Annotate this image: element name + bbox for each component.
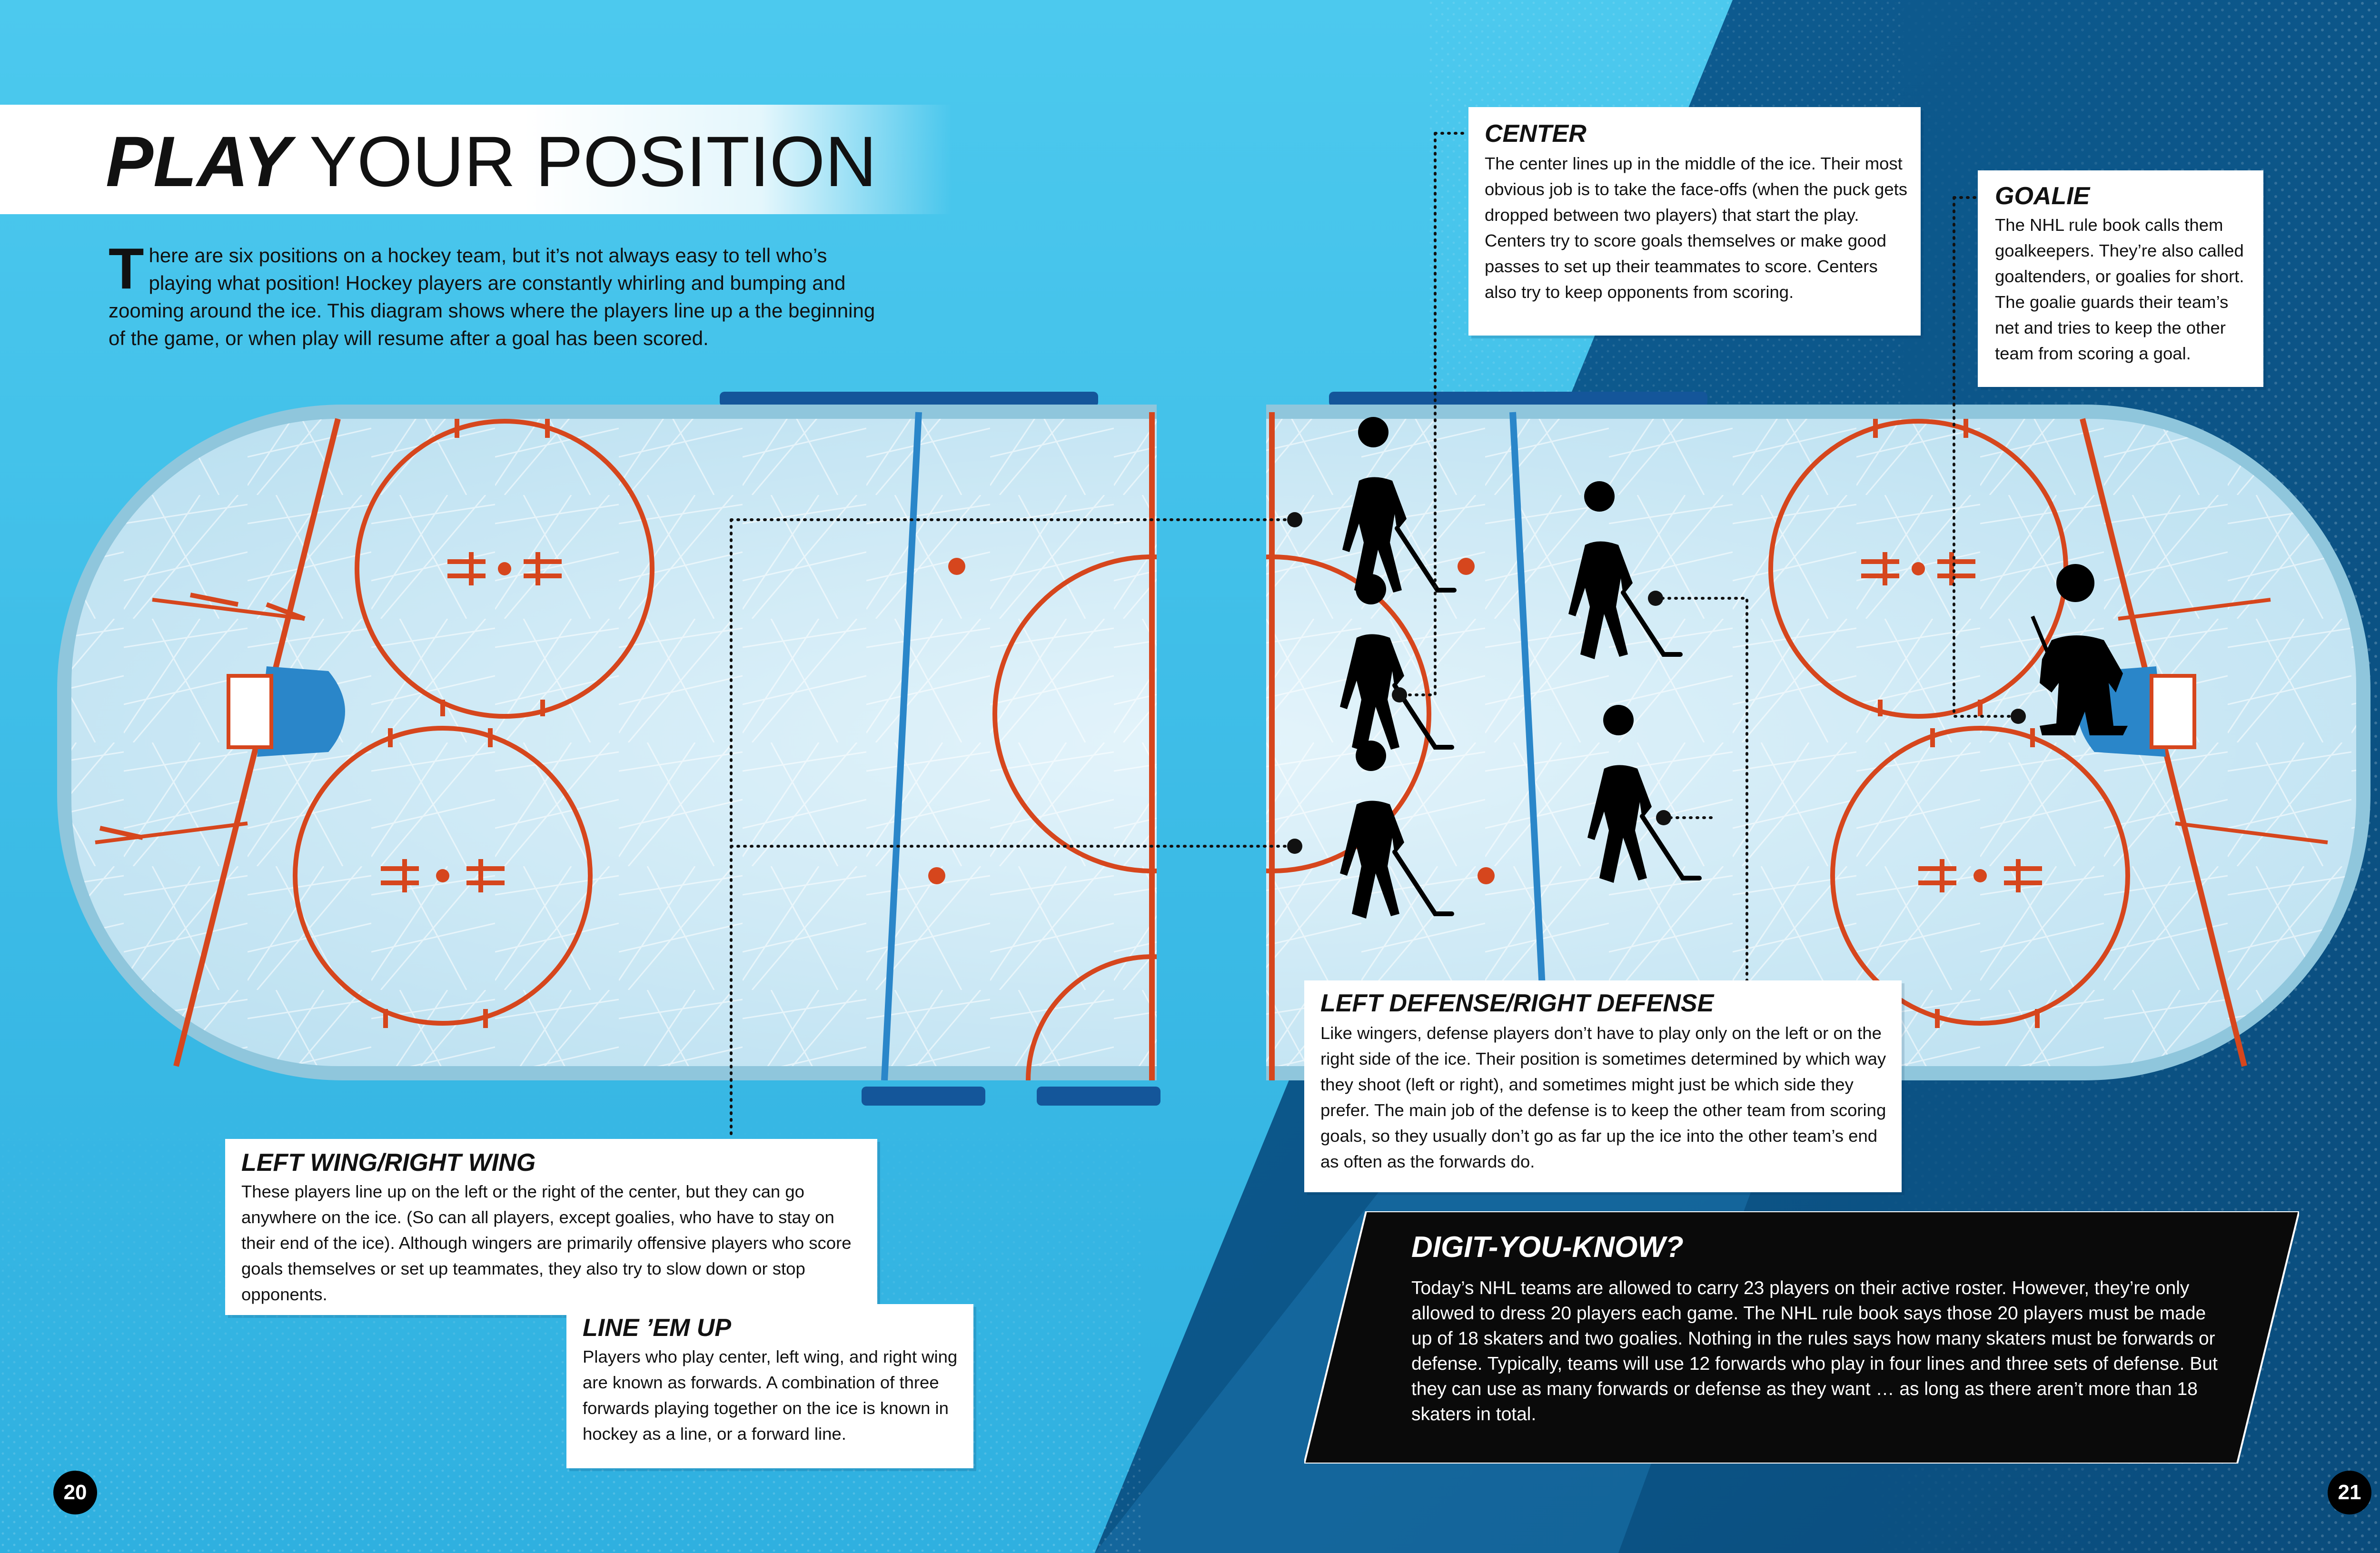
wing-heading: LEFT WING/RIGHT WING [241,1149,536,1177]
player-left-defense [1568,481,1683,659]
player-right-defense [1587,705,1702,883]
lineup-callout: LINE ’EM UP Players who play center, lef… [566,1304,973,1468]
defense-callout: LEFT DEFENSE/RIGHT DEFENSE Like wingers,… [1304,980,1902,1192]
player-center [1340,574,1454,752]
leader-dots [1287,512,2026,854]
digit-body: Today’s NHL teams are allowed to carry 2… [1411,1278,2218,1424]
page-number-right: 21 [2328,1471,2371,1514]
leader-lines [568,132,2020,1166]
title-bold: PLAY [106,121,291,201]
lineup-heading: LINE ’EM UP [583,1314,732,1342]
title-rest: YOUR POSITION [290,121,877,201]
rink-left-half [57,405,1157,1080]
player-goalie [2031,564,2128,735]
lineup-body: Players who play center, left wing, and … [583,1347,958,1444]
goalie-heading: GOALIE [1995,182,2090,210]
wing-callout: LEFT WING/RIGHT WING These players line … [225,1139,877,1315]
page-number-left: 20 [53,1471,97,1514]
wing-body: These players line up on the left or the… [241,1182,852,1304]
player-left-wing [1342,417,1457,595]
goalie-body: The NHL rule book calls them goalkeepers… [1995,215,2244,363]
center-body: The center lines up in the middle of the… [1485,154,1908,302]
center-callout: CENTER The center lines up in the middle… [1468,107,1921,336]
digit-heading: DIGIT-YOU-KNOW? [1411,1231,1684,1264]
intro-drop-cap: T [109,236,144,301]
bench-top-left [720,392,1098,407]
penalty-box-2 [1037,1087,1160,1106]
player-right-wing [1340,741,1454,919]
bench-top-right [1329,392,1707,407]
center-heading: CENTER [1485,120,1587,148]
defense-body: Like wingers, defense players don’t have… [1320,1023,1886,1171]
penalty-box-1 [862,1087,985,1106]
digit-panel [1304,1211,2299,1464]
intro-text: here are six positions on a hockey team,… [109,244,875,349]
goalie-callout: GOALIE The NHL rule book calls them goal… [1978,170,2263,387]
defense-heading: LEFT DEFENSE/RIGHT DEFENSE [1320,989,1714,1017]
page-title: PLAY YOUR POSITION [106,126,877,197]
title-banner [0,105,952,214]
